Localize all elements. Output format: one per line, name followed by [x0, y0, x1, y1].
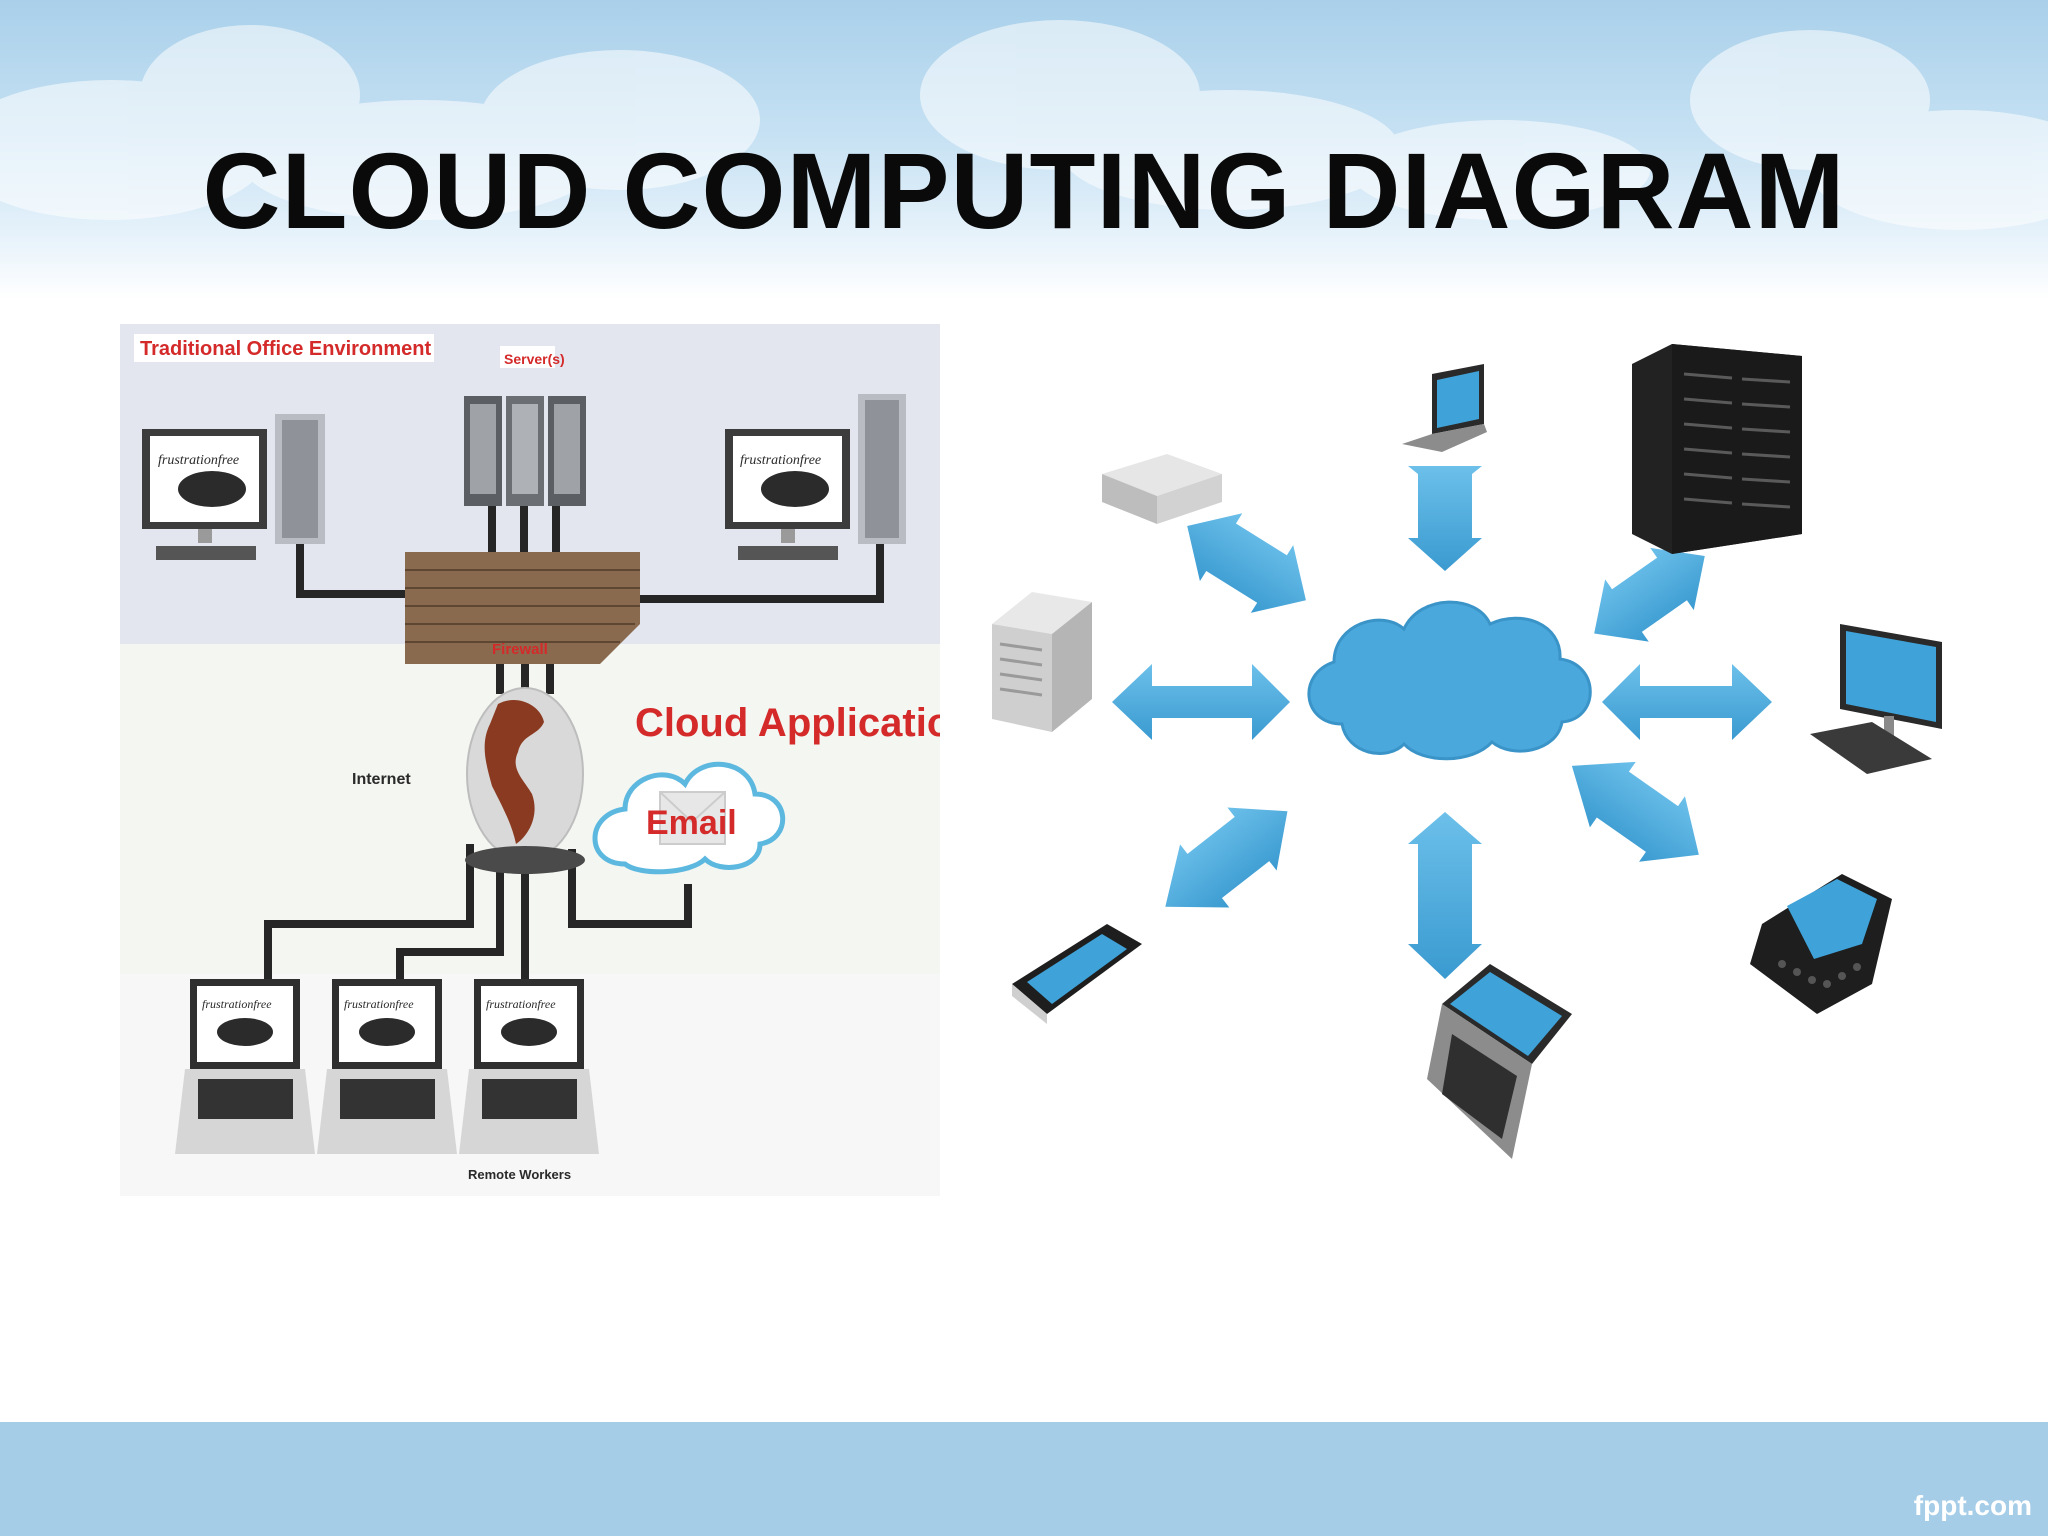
arrow-left [1112, 664, 1290, 740]
connection-arrows [1112, 466, 1772, 979]
screen-logo: frustrationfree [202, 997, 272, 1011]
footer-band: fppt.com [0, 1422, 2048, 1536]
cloud-decoration [0, 20, 2048, 230]
office-label: Traditional Office Environment [140, 338, 431, 360]
servers-label: Server(s) [504, 351, 565, 367]
screen-logo: frustrationfree [158, 453, 239, 468]
screen-logo: frustrationfree [740, 453, 821, 468]
desktop-monitor-icon [1810, 624, 1942, 774]
remote-workers-label: Remote Workers [468, 1167, 571, 1182]
email-cloud-icon [592, 761, 786, 875]
remote-laptop: frustrationfree [175, 979, 315, 1154]
office-computer-left: frustrationfree [142, 414, 325, 560]
firewall-label: Firewall [492, 641, 548, 658]
office-computer-right: frustrationfree [725, 394, 906, 560]
cloud-icon [1307, 600, 1592, 761]
smartphone-icon [1012, 924, 1142, 1024]
arrow-upper-left [1187, 513, 1306, 613]
storage-device-icon [1102, 454, 1222, 524]
office-vs-cloud-diagram: frustrationfree Server(s) frustrationfre… [120, 324, 940, 1196]
cloud-hub-diagram [972, 324, 1972, 1224]
tower-server-icon [992, 592, 1092, 732]
page-title: CLOUD COMPUTING DIAGRAM [202, 130, 1846, 251]
arrow-upper-right [1594, 547, 1705, 642]
laptop-icon [1402, 364, 1487, 452]
remote-laptop: frustrationfree [459, 979, 599, 1154]
internet-label: Internet [352, 771, 411, 788]
arrow-right [1602, 664, 1772, 740]
email-label: Email [646, 804, 737, 842]
server-rack-icon [1632, 344, 1802, 554]
firewall-icon [405, 552, 640, 664]
remote-laptop: frustrationfree [317, 979, 457, 1154]
watermark: fppt.com [1913, 1490, 2032, 1521]
network-cables [264, 504, 884, 984]
sky-header-background [0, 0, 2048, 300]
arrow-up [1408, 466, 1482, 571]
laptop-icon [1427, 964, 1572, 1159]
cloud-application-label: Cloud Application [635, 701, 940, 745]
server-towers [464, 396, 586, 506]
screen-logo: frustrationfree [344, 997, 414, 1011]
arrow-down [1408, 812, 1482, 979]
arrow-lower-left [1165, 807, 1288, 908]
blackberry-phone-icon [1750, 874, 1892, 1014]
arrow-lower-right [1571, 761, 1699, 862]
screen-logo: frustrationfree [486, 997, 556, 1011]
globe-icon [465, 687, 585, 874]
